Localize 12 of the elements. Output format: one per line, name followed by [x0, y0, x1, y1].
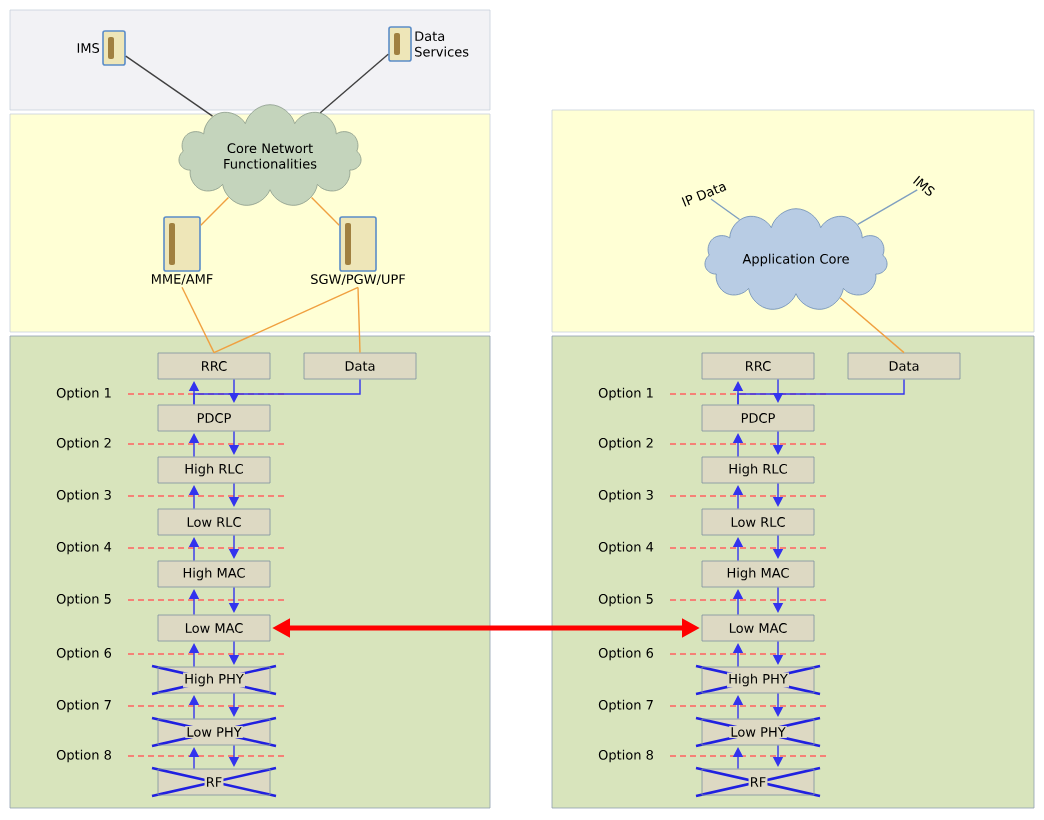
connector [200, 196, 230, 226]
connector [181, 286, 215, 354]
connector [737, 378, 905, 405]
connector [310, 196, 340, 226]
connector [125, 55, 214, 117]
connector [710, 198, 741, 221]
connector [839, 297, 905, 354]
connector [357, 286, 361, 354]
connector [193, 378, 361, 405]
connector [857, 189, 918, 225]
connector [213, 286, 359, 354]
connector [319, 53, 389, 114]
